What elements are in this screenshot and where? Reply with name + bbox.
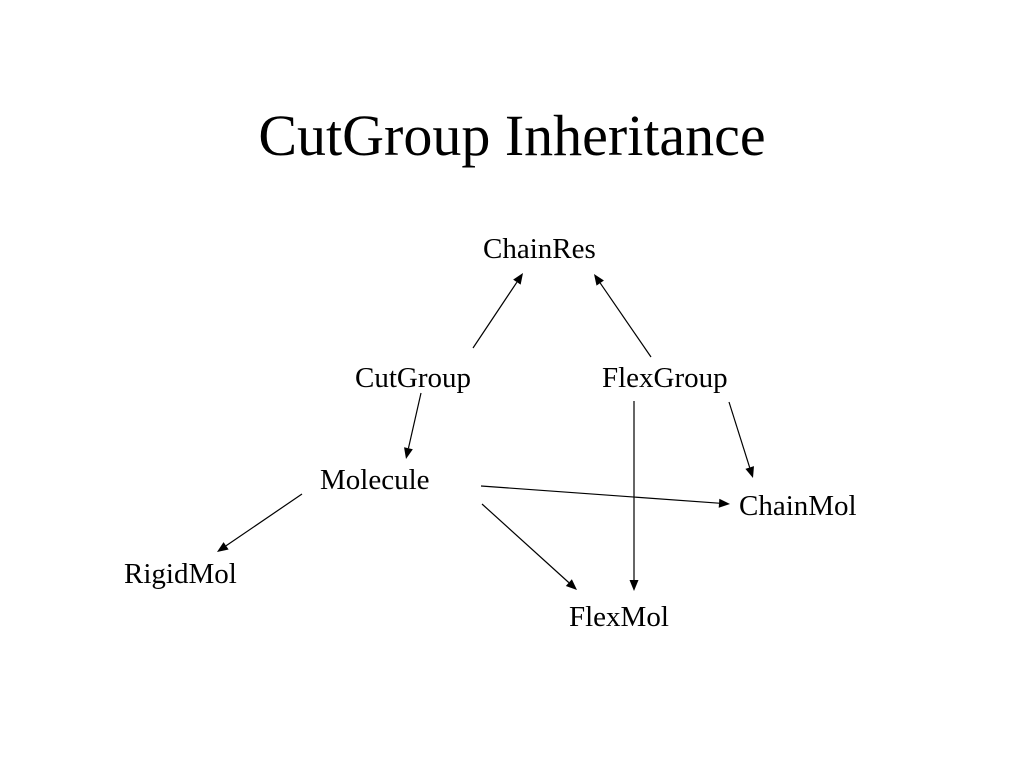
arrowhead-flexgroup-to-chainmol (745, 466, 754, 478)
arrowhead-cutgroup-to-molecule (404, 447, 413, 459)
node-chainres: ChainRes (483, 233, 596, 265)
node-flexgroup: FlexGroup (602, 362, 728, 394)
node-molecule: Molecule (320, 464, 430, 496)
arrow-flexgroup-to-chainres (599, 282, 652, 358)
arrowhead-cutgroup-to-chainres (513, 273, 523, 285)
arrow-molecule-to-flexmol (481, 503, 570, 584)
arrow-cutgroup-to-molecule (407, 392, 422, 449)
arrowhead-molecule-to-rigidmol (217, 542, 229, 552)
arrowhead-molecule-to-flexmol (565, 579, 577, 590)
arrow-molecule-to-chainmol (480, 485, 720, 504)
node-cutgroup: CutGroup (355, 362, 471, 394)
arrow-molecule-to-rigidmol (225, 493, 303, 547)
node-flexmol: FlexMol (569, 601, 669, 633)
arrowhead-flexgroup-to-chainres (594, 274, 604, 286)
arrowhead-flexgroup-to-flexmol (629, 580, 639, 591)
node-rigidmol: RigidMol (124, 558, 237, 590)
slide-title: CutGroup Inheritance (258, 103, 766, 168)
node-chainmol: ChainMol (739, 490, 857, 522)
arrowhead-molecule-to-chainmol (718, 498, 730, 508)
arrow-cutgroup-to-chainres (472, 281, 518, 349)
arrow-flexgroup-to-chainmol (728, 401, 751, 468)
